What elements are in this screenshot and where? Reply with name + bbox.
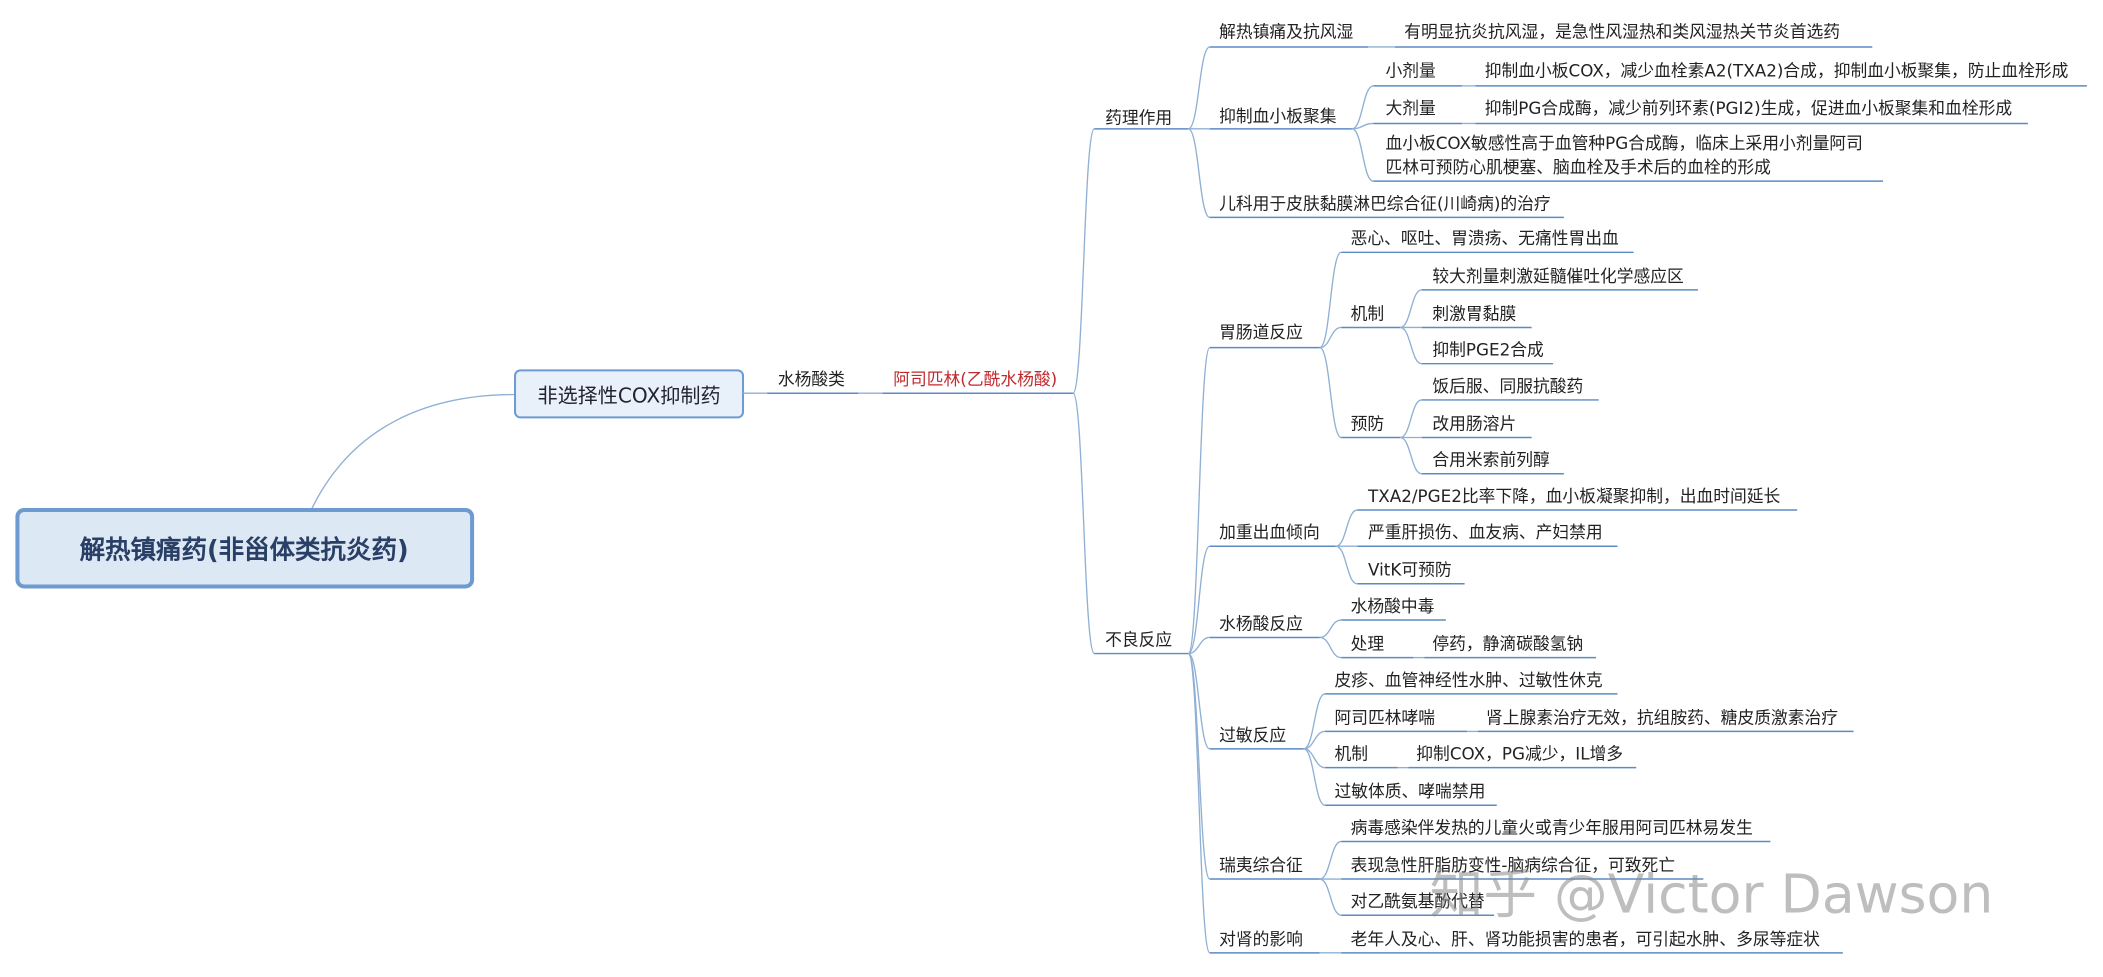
sal-treat-detail: 停药，静滴碳酸氢钠	[1432, 634, 1583, 654]
pharm-b-label: 抑制血小板聚集	[1219, 106, 1337, 126]
connector-allergy-asthma	[1303, 730, 1326, 750]
pharm-b-low-label: 小剂量	[1385, 60, 1435, 80]
pharm-c-label: 儿科用于皮肤黏膜淋巴综合征(川崎病)的治疗	[1219, 193, 1551, 213]
connector-gi-prev	[1319, 346, 1342, 439]
reye-label: 瑞夷综合征	[1219, 855, 1303, 875]
gi-mech-item-0: 较大剂量刺激延髓催吐化学感应区	[1432, 266, 1683, 286]
allergy-asthma-detail: 肾上腺素治疗无效，抗组胺药、糖皮质激素治疗	[1486, 707, 1838, 727]
reye-item-0: 病毒感染伴发热的儿童火或青少年服用阿司匹林易发生	[1351, 817, 1753, 837]
allergy-mech-detail: 抑制COX，PG减少，IL增多	[1416, 744, 1623, 764]
allergy-label: 过敏反应	[1219, 725, 1286, 745]
connector-allergy-contra	[1303, 748, 1326, 806]
connector-gi-prev-2	[1399, 436, 1422, 475]
connector-adverse-reye	[1187, 652, 1211, 880]
connector-bleed-2	[1335, 545, 1358, 585]
allergy-skin: 皮疹、血管神经性水肿、过敏性休克	[1334, 670, 1602, 690]
connector-gi-mech-2	[1399, 326, 1422, 365]
kidney-detail: 老年人及心、肝、肾功能损害的患者，可引起水肿、多尿等症状	[1351, 929, 1821, 949]
connector-adverse-allergy	[1187, 652, 1211, 750]
l3-label: 阿司匹林(乙酰水杨酸)	[893, 369, 1057, 389]
connector-sal-poison	[1319, 619, 1342, 639]
watermark-text: 知乎 @Victor Dawson	[1430, 863, 1994, 926]
connector-gi-mech	[1319, 326, 1342, 349]
gi-prev-item-2: 合用米索前列醇	[1432, 450, 1550, 470]
pharm-label: 药理作用	[1105, 107, 1172, 127]
root-label: 解热镇痛药(非甾体类抗炎药)	[80, 535, 409, 565]
connector-pharm-a	[1187, 46, 1211, 130]
kidney-label: 对肾的影响	[1219, 929, 1303, 949]
pharm-b-high-label: 大剂量	[1385, 98, 1435, 118]
bleed-item-0: TXA2/PGE2比率下降，血小板凝聚抑制，出血时间延长	[1367, 486, 1781, 506]
l1-label: 非选择性COX抑制药	[537, 384, 720, 408]
gi-mech-item-2: 抑制PGE2合成	[1432, 340, 1544, 360]
sal-treat-label: 处理	[1351, 634, 1385, 654]
gi-mech-label: 机制	[1351, 303, 1385, 323]
gi-label: 胃肠道反应	[1219, 322, 1303, 342]
pharm-a-label: 解热镇痛及抗风湿	[1219, 22, 1353, 42]
bleed-item-2: VitK可预防	[1368, 560, 1452, 580]
connector-reye-0	[1319, 840, 1342, 880]
pharm-a-detail: 有明显抗炎抗风湿，是急性风湿热和类风湿热关节炎首选药	[1404, 22, 1840, 42]
connector-pharm-c	[1187, 128, 1211, 219]
reye-item-2: 对乙酰氨基酚代替	[1351, 891, 1485, 911]
allergy-mech-label: 机制	[1334, 744, 1368, 764]
connector-adverse-kidney	[1187, 652, 1211, 954]
connector-reye-2	[1319, 878, 1342, 916]
allergy-asthma-label: 阿司匹林哮喘	[1334, 707, 1435, 727]
connector-l3-adverse	[1072, 392, 1096, 655]
adverse-label: 不良反应	[1105, 630, 1172, 650]
gi-prev-item-0: 饭后服、同服抗酸药	[1432, 376, 1583, 396]
gi-prev-label: 预防	[1351, 413, 1385, 433]
connector-gi-mech-0	[1399, 289, 1422, 329]
connector-gi-prev-0	[1399, 399, 1422, 439]
connector-adverse-sal	[1188, 636, 1210, 655]
connector-root-l1	[310, 393, 516, 511]
connector-pharm-b-high	[1351, 122, 1374, 130]
connector-l3-pharm	[1072, 128, 1096, 394]
connector-bleed-0	[1335, 509, 1358, 547]
bleed-label: 加重出血倾向	[1219, 522, 1320, 542]
pharm-b-note-line2: 匹林可预防心肌梗塞、脑血栓及手术后的血栓的形成	[1385, 157, 1771, 177]
sal-poison: 水杨酸中毒	[1351, 596, 1435, 616]
allergy-contra: 过敏体质、哮喘禁用	[1334, 781, 1485, 801]
connector-gi-symptoms	[1319, 251, 1342, 349]
connector-sal-treat	[1319, 636, 1342, 659]
bleed-item-1: 严重肝损伤、血友病、产妇禁用	[1368, 522, 1603, 542]
pharm-b-low-detail: 抑制血小板COX，减少血栓素A2(TXA2)合成，抑制血小板聚集，防止血栓形成	[1485, 60, 2069, 80]
reye-item-1: 表现急性肝脂肪变性-脑病综合征，可致死亡	[1351, 855, 1676, 875]
connector-adverse-bleed	[1187, 545, 1211, 655]
l1-node[interactable]: 非选择性COX抑制药	[514, 369, 745, 419]
gi-mech-item-1: 刺激胃黏膜	[1432, 303, 1516, 323]
gi-symptoms: 恶心、呕吐、胃溃疡、无痛性胃出血	[1351, 228, 1619, 248]
root-node[interactable]: 解热镇痛药(非甾体类抗炎药)	[15, 507, 475, 589]
pharm-b-high-detail: 抑制PG合成酶，减少前列环素(PGI2)生成，促进血小板聚集和血栓形成	[1485, 98, 2013, 118]
pharm-b-note-line1: 血小板COX敏感性高于血管种PG合成酶，临床上采用小剂量阿司	[1385, 133, 1862, 153]
connector-adverse-gi	[1187, 346, 1211, 655]
connector-pharm-b-low	[1351, 85, 1374, 130]
gi-prev-item-1: 改用肠溶片	[1432, 413, 1516, 433]
connector-allergy-skin	[1303, 693, 1326, 750]
l2-label: 水杨酸类	[778, 369, 845, 389]
sal-label: 水杨酸反应	[1219, 613, 1303, 633]
connector-pharm-b-note	[1351, 128, 1374, 182]
